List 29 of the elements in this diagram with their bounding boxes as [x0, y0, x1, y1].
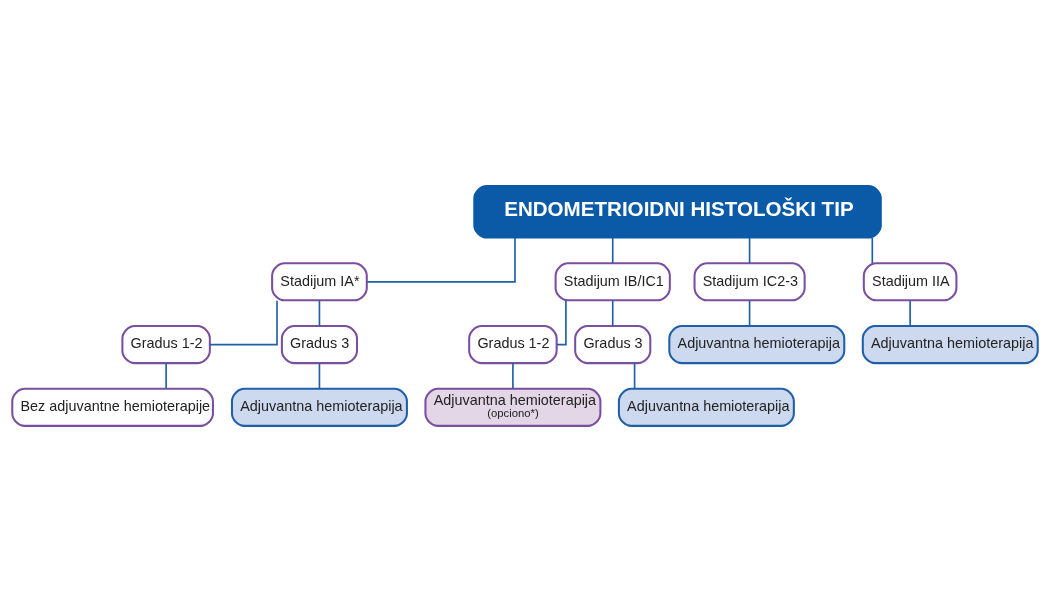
node-box: Adjuvantna hemioterapija (opciono*) [424, 387, 602, 427]
connector [748, 299, 751, 327]
connector [909, 299, 911, 327]
node-box: Gradus 3 [280, 325, 359, 365]
node-box: Stadijum IC2-3 [693, 262, 806, 302]
node-box: Adjuvantna hemioterapija [668, 325, 846, 365]
connector [555, 299, 567, 346]
connector [633, 362, 636, 390]
connector [512, 362, 514, 390]
connector [611, 299, 614, 327]
node-box: Stadijum IIA [862, 262, 958, 302]
connector [318, 299, 321, 327]
node-box: Gradus 3 [574, 325, 652, 365]
node-box: Adjuvantna hemioterapija [861, 325, 1039, 365]
node-box: Adjuvantna hemioterapija [230, 387, 408, 427]
connector [366, 237, 516, 283]
node-box: Adjuvantna hemioterapija [617, 387, 795, 427]
node-box: Gradus 1-2 [468, 325, 558, 365]
node-box: Gradus 1-2 [121, 325, 211, 365]
node-box: Stadijum IA* [271, 262, 368, 302]
node-box: Bez adjuvantne hemioterapije [11, 387, 214, 427]
connector [209, 299, 278, 346]
node-box: Stadijum IB/IC1 [554, 262, 671, 302]
connector [165, 362, 167, 390]
node-box: ENDOMETRIOIDNI HISTOLOŠKI TIP [473, 185, 882, 239]
connector [748, 237, 751, 264]
connector [611, 237, 614, 264]
connector [871, 237, 874, 264]
connector [318, 362, 321, 390]
